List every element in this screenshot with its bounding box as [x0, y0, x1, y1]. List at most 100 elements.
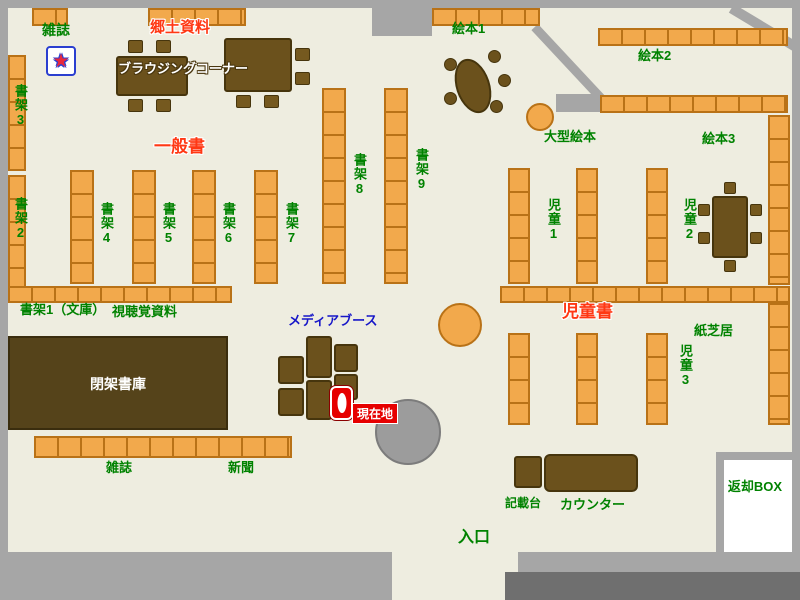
label-local-materials: 郷土資料	[150, 19, 211, 36]
shelf-children-row	[500, 286, 790, 303]
shelf-9	[384, 88, 408, 284]
children-chair	[698, 232, 710, 244]
stool	[444, 58, 457, 71]
label-newspapers: 新聞	[228, 460, 255, 475]
label-shelf8: 書架8	[351, 153, 367, 197]
shelf-local-materials	[148, 8, 246, 26]
media-booth-desk	[334, 344, 358, 372]
browsing-chair	[128, 40, 143, 53]
label-return-box: 返却BOX	[727, 479, 783, 494]
magazine-star-marker: ★	[46, 46, 76, 76]
return-box-wall-top	[716, 452, 792, 460]
shelf-7	[254, 170, 278, 284]
label-kamishibai: 紙芝居	[694, 323, 734, 338]
label-shelf9: 書架9	[413, 148, 429, 192]
shelf-3-wall	[8, 55, 26, 171]
label-audiovisual: 視聴覚資料	[112, 304, 178, 319]
children-chair	[724, 260, 736, 272]
wall-bottom-left	[0, 552, 392, 600]
label-entrance: 入口	[458, 529, 491, 546]
media-booth-desk	[306, 380, 332, 420]
stool	[490, 100, 503, 113]
shelf-picture-books3	[600, 95, 788, 113]
current-location-icon	[330, 386, 353, 420]
shelf-children-mid-top	[576, 168, 598, 284]
label-shelf6: 書架6	[220, 202, 236, 246]
return-box-wall-left	[716, 452, 724, 552]
label-counter: カウンター	[560, 497, 626, 512]
shelf-children-low1	[508, 333, 530, 425]
label-magazines-bottom: 雑誌	[106, 460, 133, 475]
wall-stub-mid	[556, 94, 602, 112]
browsing-chair	[295, 72, 310, 85]
wall-right	[792, 0, 800, 554]
browsing-chair	[264, 95, 279, 108]
label-shelf2: 書架2	[12, 197, 28, 241]
label-general-books: 一般書	[154, 137, 205, 156]
label-browsing-corner: ブラウジングコーナー	[118, 61, 249, 76]
label-picture-books2: 絵本2	[638, 48, 672, 63]
shelf-magazines-top	[32, 8, 68, 26]
label-children1: 児童1	[545, 198, 561, 242]
browsing-chair	[128, 99, 143, 112]
wall-diagonal-mid	[531, 24, 605, 102]
label-children2: 児童2	[681, 198, 697, 242]
browsing-chair	[295, 48, 310, 61]
browsing-table-2	[224, 38, 292, 92]
media-booth-desk	[278, 356, 304, 384]
label-closed-stacks: 閉架書庫	[90, 376, 146, 392]
counter-desk	[544, 454, 638, 492]
label-picture-books1: 絵本1	[452, 21, 486, 36]
shelf-4	[70, 170, 94, 284]
children-chair	[750, 204, 762, 216]
round-reading-table	[438, 303, 482, 347]
shelf-kamishibai-wall	[768, 303, 790, 425]
steps-outside	[505, 572, 800, 600]
shelf-picture-books1	[432, 8, 540, 26]
shelf-picture-books2	[598, 28, 788, 46]
label-writing-desk: 記載台	[505, 496, 542, 510]
stool	[498, 74, 511, 87]
stool	[444, 92, 457, 105]
closed-stacks-room	[8, 336, 228, 430]
current-location-label: 現在地	[352, 403, 399, 424]
shelf-right-wall-top	[768, 115, 790, 285]
label-picture-books3: 絵本3	[702, 131, 736, 146]
browsing-chair	[156, 40, 171, 53]
shelf-children2	[646, 168, 668, 284]
label-children-books: 児童書	[562, 302, 613, 321]
shelf-8	[322, 88, 346, 284]
star-icon: ★	[52, 50, 70, 72]
label-magazines-top: 雑誌	[42, 22, 70, 38]
shelf-6	[192, 170, 216, 284]
label-children3: 児童3	[677, 344, 693, 388]
browsing-chair	[236, 95, 251, 108]
stool	[488, 50, 501, 63]
label-shelf4: 書架4	[98, 202, 114, 246]
shelf-children-low2	[576, 333, 598, 425]
current-location-oval	[337, 393, 346, 413]
children-chair	[724, 182, 736, 194]
label-media-booth: メディアブース	[288, 313, 378, 328]
browsing-table-1	[116, 56, 188, 96]
column-top-center	[372, 0, 432, 36]
label-shelf1-bunko: 書架1（文庫）	[20, 302, 106, 317]
label-shelf7: 書架7	[283, 202, 299, 246]
label-shelf3: 書架3	[12, 84, 28, 128]
wall-left	[0, 0, 8, 554]
label-large-picture-books: 大型絵本	[544, 129, 597, 144]
shelf-children3	[646, 333, 668, 425]
browsing-chair	[156, 99, 171, 112]
shelf-5	[132, 170, 156, 284]
children-chair	[750, 232, 762, 244]
shelf-1-bunko-row	[8, 286, 232, 303]
writing-desk	[514, 456, 542, 488]
label-shelf5: 書架5	[160, 202, 176, 246]
media-booth-desk	[278, 388, 304, 416]
shelf-magazines-newspapers	[34, 436, 292, 458]
large-picture-book-table	[526, 103, 554, 131]
media-booth-desk	[306, 336, 332, 378]
return-box-room	[724, 460, 792, 552]
shelf-2-wall	[8, 175, 26, 295]
